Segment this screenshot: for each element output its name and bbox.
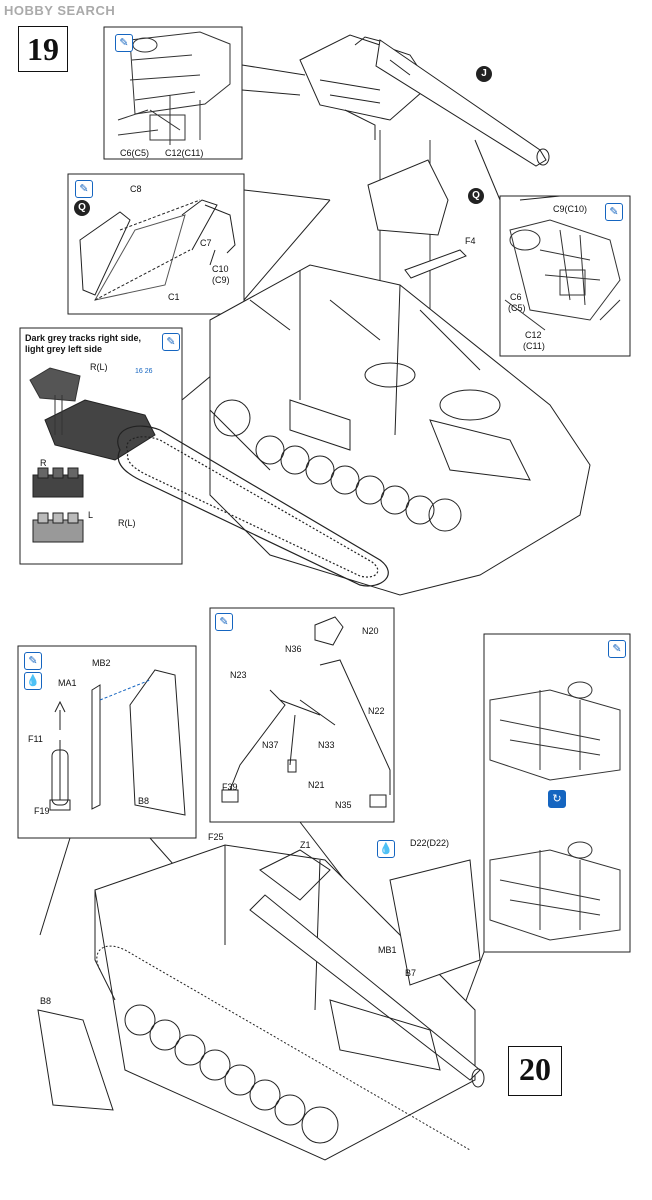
label-ma1: MA1 — [58, 678, 77, 688]
label-f11: F11 — [28, 734, 43, 744]
flip-view-icon: ↻ — [548, 790, 566, 808]
label-f19: F19 — [34, 806, 50, 816]
label-c8: C8 — [130, 184, 142, 194]
track-reference: 16 26 — [135, 368, 153, 375]
gun-shield-part — [367, 159, 449, 236]
label-f39: F39 — [222, 782, 238, 792]
leader-breech — [241, 64, 306, 96]
brush-icon: ✎ — [75, 180, 93, 198]
road-wheels-19 — [255, 435, 462, 532]
label-n21: N21 — [308, 780, 325, 790]
label-r-l-inset: R(L) — [90, 362, 108, 372]
inset-armor-frame — [17, 645, 197, 839]
label-c12-c11: C12(C11) — [165, 148, 204, 158]
inset-armor-drawing — [49, 669, 186, 816]
label-n22: N22 — [368, 706, 385, 716]
label-z1: Z1 — [300, 840, 311, 850]
label-n36: N36 — [285, 644, 302, 654]
brush-icon: ✎ — [608, 640, 626, 658]
label-n20: N20 — [362, 626, 379, 636]
label-n35: N35 — [335, 800, 352, 810]
step-number-20: 20 — [508, 1046, 562, 1096]
label-r-l-track: R(L) — [118, 518, 136, 528]
watermark-text: HOBBY SEARCH — [4, 3, 116, 18]
brush-icon: ✎ — [24, 652, 42, 670]
label-c6-c5: C6(C5) — [120, 148, 150, 158]
label-r: R — [40, 458, 47, 468]
brush-icon: ✎ — [215, 613, 233, 631]
track-color-note: Dark grey tracks right side, light grey … — [25, 333, 142, 354]
step-number-19: 19 — [18, 26, 68, 72]
brush-icon: ✎ — [115, 34, 133, 52]
label-c9-c10: C9(C10) — [553, 204, 588, 214]
label-n23: N23 — [230, 670, 247, 680]
gun-assembly — [299, 34, 550, 390]
inset-struts-frame — [209, 607, 395, 823]
label-c5: (C5) — [508, 303, 526, 313]
inset-gun-detail-drawing — [504, 219, 621, 331]
road-wheels-20 — [124, 1004, 339, 1144]
callout-q: Q — [74, 200, 90, 216]
label-f25: F25 — [208, 832, 224, 842]
label-c7: C7 — [200, 238, 212, 248]
label-c10: C10 — [212, 264, 229, 274]
brush-icon: ✎ — [162, 333, 180, 351]
label-c6: C6 — [510, 292, 522, 302]
leader-gun-detail — [474, 139, 561, 201]
inset-breech-drawing — [117, 31, 231, 145]
callout-j: J — [476, 66, 492, 82]
label-mb1: MB1 — [378, 945, 397, 955]
hull-step-20 — [94, 844, 485, 1161]
label-c11: (C11) — [523, 341, 545, 351]
drop-icon: 💧 — [24, 672, 42, 690]
brush-icon: ✎ — [605, 203, 623, 221]
label-n33: N33 — [318, 740, 335, 750]
part-b8-side-plate — [37, 1009, 114, 1111]
track-loop — [117, 425, 389, 587]
inset-tracks-drawing — [29, 367, 156, 543]
label-l: L — [88, 510, 94, 520]
label-c12: C12 — [525, 330, 542, 340]
label-d22: D22(D22) — [410, 838, 450, 848]
label-c9-paren: (C9) — [212, 275, 230, 285]
label-b8-inset: B8 — [138, 796, 150, 806]
inset-struts-drawing — [221, 616, 391, 808]
label-f4: F4 — [465, 236, 476, 246]
inset-flip-drawing-top — [489, 681, 621, 781]
inset-flip-drawing-bottom — [489, 841, 621, 941]
label-mb2: MB2 — [92, 658, 111, 668]
label-n37: N37 — [262, 740, 279, 750]
callout-q: Q — [468, 188, 484, 204]
label-c1: C1 — [168, 292, 180, 302]
inset-shield-drawing — [79, 199, 236, 301]
part-f4 — [404, 249, 467, 279]
label-b7: B7 — [405, 968, 417, 978]
leader-shield — [243, 189, 331, 301]
drop-icon: 💧 — [377, 840, 395, 858]
hull-step-19 — [209, 264, 591, 596]
label-b8-side: B8 — [40, 996, 52, 1006]
inset-shield-frame — [67, 173, 245, 315]
